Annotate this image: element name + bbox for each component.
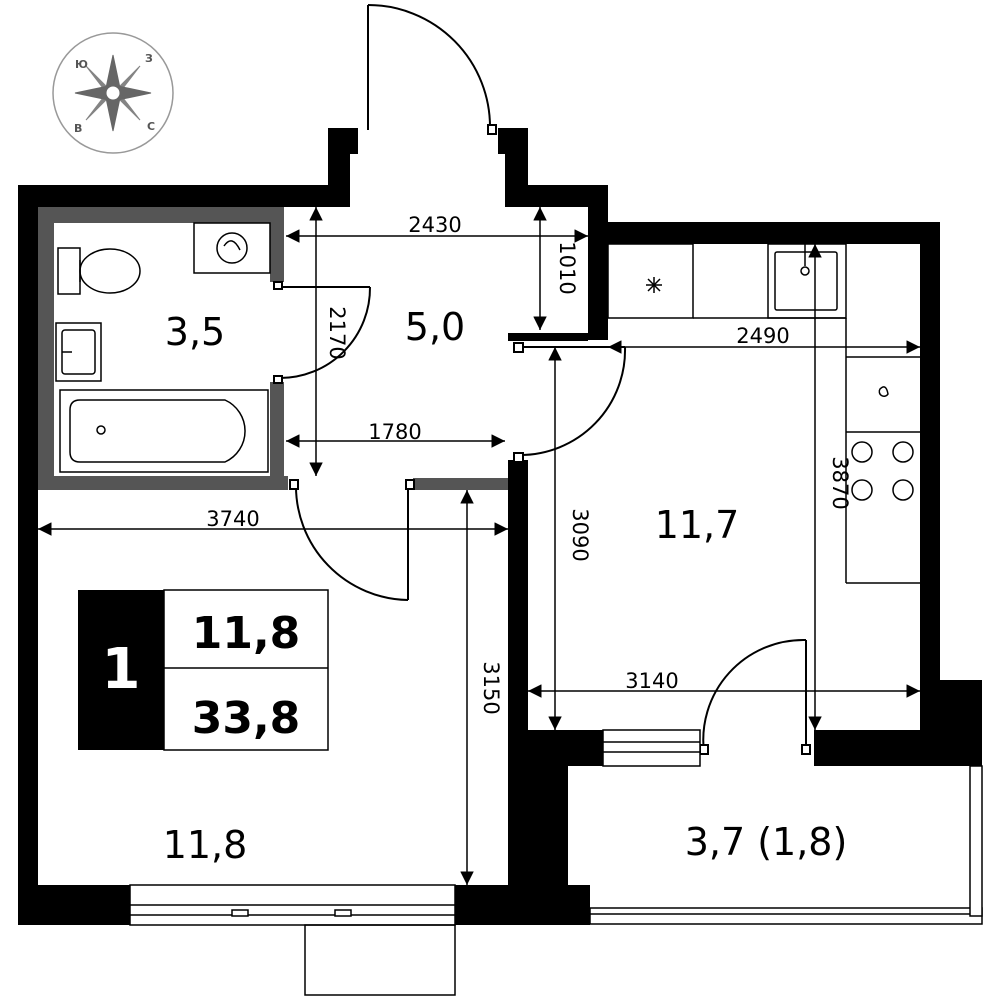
toilet-icon [57,247,141,295]
compass-rose-icon [74,54,152,132]
bathtub-icon [59,389,269,473]
interior-doors [273,281,811,755]
area-balcony: 3,7 (1,8) [685,820,848,864]
fridge-icon [607,243,694,319]
compass-letter-north: Ю [75,58,88,71]
sink-icon [55,322,102,382]
compass-letter-east: З [145,52,153,65]
dimension-lines [38,207,920,885]
apartment-badge: 1 11,8 33,8 [78,589,329,751]
dim-hall-depth: 1010 [555,241,579,294]
dim-kitchen-mid: 3090 [568,508,592,561]
area-bathroom: 3,5 [165,310,225,354]
compass-letter-west: В [74,122,82,135]
badge-room-count: 1 [102,637,141,702]
area-kitchen: 11,7 [655,503,740,547]
stove-icon [851,441,914,501]
bathroom-fixtures [55,222,271,473]
dim-kitchen-width: 2490 [736,324,789,348]
kitchen-sink-icon [767,243,847,319]
dim-hall-width: 2430 [408,213,461,237]
kitchen-fixtures [607,243,920,584]
dishwasher-icon [878,386,889,397]
dim-room-width: 3740 [206,507,259,531]
dim-hall-bottom: 1780 [368,420,421,444]
compass-letter-south: С [147,120,155,133]
dim-kitchen-bottom: 3140 [625,669,678,693]
area-hall: 5,0 [405,305,465,349]
windows [129,729,983,996]
compass: Ю З С В [52,32,174,154]
washing-machine-drum-icon [216,232,248,264]
washing-machine-icon [193,222,271,274]
compass-ring [52,32,174,154]
bathroom-partitions [38,207,508,490]
badge-area-box [163,589,329,751]
dim-kitchen-height: 3870 [828,456,852,509]
fridge-asterisk-icon [646,277,662,293]
entrance-door [367,4,497,135]
dim-bath-height: 2170 [325,306,349,359]
dim-room-height: 3150 [479,661,503,714]
badge-room-count-box [78,590,164,750]
badge-living-area: 11,8 [192,608,301,659]
area-room: 11,8 [163,823,248,867]
walls [18,128,982,925]
badge-total-area: 33,8 [192,693,301,744]
